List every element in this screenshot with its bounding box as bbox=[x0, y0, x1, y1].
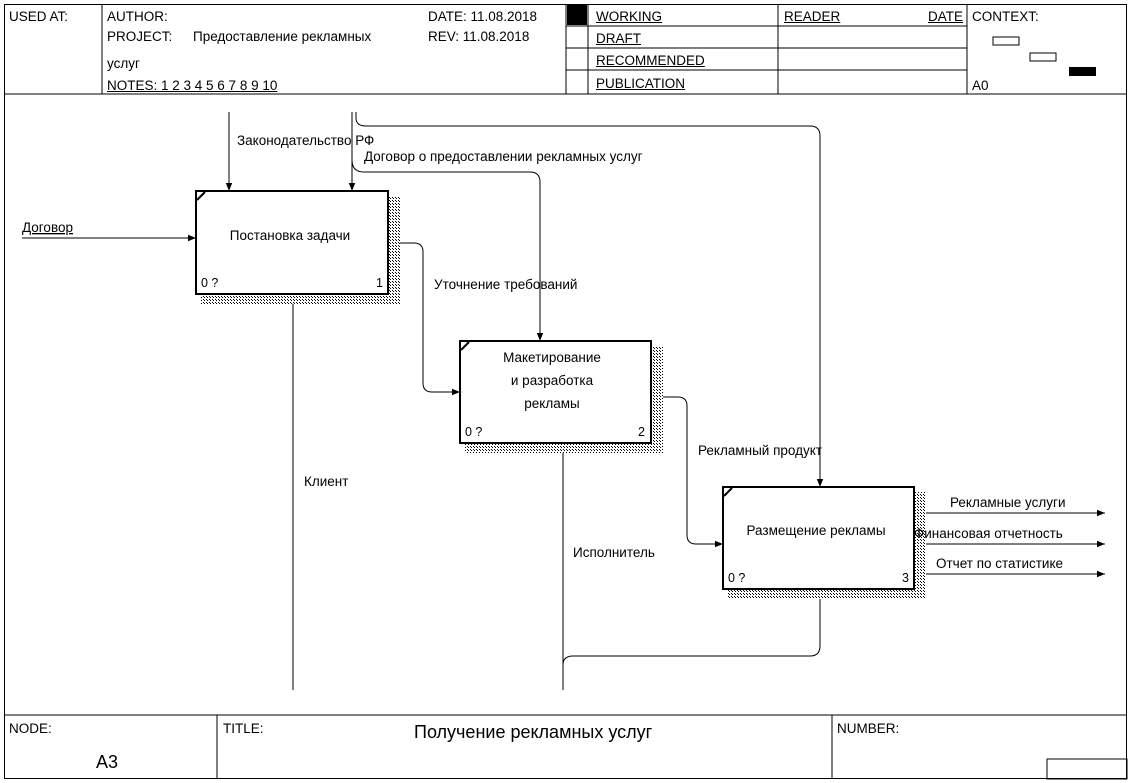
box-2-number: 2 bbox=[638, 425, 645, 439]
box-1[interactable]: Постановка задачи 0 ? 1 bbox=[195, 190, 400, 304]
arrow-utochnenie bbox=[388, 242, 460, 396]
box-2[interactable]: Макетирование и разработка рекламы 0 ? 2 bbox=[459, 340, 663, 453]
arrow-dogovor-box3 bbox=[355, 112, 824, 487]
context-miniature bbox=[992, 36, 1096, 76]
label-statistika: Отчет по статистике bbox=[936, 556, 1063, 571]
box-2-title-line-3: рекламы bbox=[524, 396, 579, 411]
box-3-frame bbox=[722, 486, 915, 590]
box-3-corner bbox=[723, 487, 733, 497]
box-2-frame bbox=[459, 340, 652, 444]
diagram-title: Получение рекламных услуг bbox=[414, 722, 653, 742]
label-utochnenie: Уточнение требований bbox=[434, 277, 577, 292]
number-label: NUMBER: bbox=[837, 721, 900, 736]
box-2-title-line-2: и разработка bbox=[511, 373, 594, 388]
node-value: A3 bbox=[96, 752, 119, 772]
box-1-corner bbox=[196, 191, 206, 201]
label-dogovor-uslug: Договор о предоставлении рекламных услуг bbox=[364, 149, 643, 164]
status-publication: PUBLICATION bbox=[596, 76, 686, 91]
working-status-marker bbox=[567, 5, 587, 25]
arrow-labels: Договор Законодательство РФ Договор о пр… bbox=[22, 133, 1066, 571]
reader-date-label: DATE bbox=[928, 9, 964, 24]
footer-grid bbox=[4, 714, 1128, 780]
arrow-ispolnitel-box3 bbox=[562, 589, 824, 666]
rev-value: REV: 11.08.2018 bbox=[428, 29, 530, 44]
box-2-cost: 0 ? bbox=[465, 425, 482, 439]
title-label: TITLE: bbox=[223, 721, 264, 736]
arrow-produkt bbox=[651, 396, 723, 548]
project-value-continued: услуг bbox=[107, 56, 140, 71]
label-zakonodatelstvo: Законодательство РФ bbox=[237, 133, 374, 148]
project-value: Предоставление рекламных bbox=[193, 29, 372, 44]
box-2-title-line-1: Макетирование bbox=[503, 350, 601, 365]
context-node: A0 bbox=[972, 78, 989, 93]
box-3[interactable]: Размещение рекламы 0 ? 3 bbox=[722, 486, 926, 599]
notes-label: NOTES: 1 2 3 4 5 6 7 8 9 10 bbox=[107, 78, 278, 93]
box-3-title: Размещение рекламы bbox=[746, 523, 885, 538]
label-klient: Клиент bbox=[304, 474, 348, 489]
context-label: CONTEXT: bbox=[972, 9, 1039, 24]
box-3-number: 3 bbox=[902, 571, 909, 585]
box-1-title: Постановка задачи bbox=[230, 228, 350, 243]
label-uslugi: Рекламные услуги bbox=[950, 495, 1066, 510]
used-at-label: USED AT: bbox=[9, 9, 69, 24]
node-label: NODE: bbox=[9, 721, 52, 736]
box-3-cost: 0 ? bbox=[728, 571, 745, 585]
label-ispolnitel: Исполнитель bbox=[573, 545, 655, 560]
arrow-lines bbox=[22, 112, 1105, 690]
status-working: WORKING bbox=[596, 9, 662, 24]
box-1-cost: 0 ? bbox=[201, 276, 218, 290]
box-1-number: 1 bbox=[376, 276, 383, 290]
project-label: PROJECT: bbox=[107, 29, 173, 44]
author-label: AUTHOR: bbox=[107, 9, 168, 24]
label-otchetnost: Финансовая отчетность bbox=[914, 526, 1063, 541]
box-2-corner bbox=[460, 341, 470, 351]
box-1-frame bbox=[195, 190, 389, 295]
status-draft: DRAFT bbox=[596, 31, 641, 46]
arrow-dogovor-box2 bbox=[351, 159, 544, 341]
reader-label: READER bbox=[784, 9, 841, 24]
status-recommended: RECOMMENDED bbox=[596, 53, 705, 68]
label-dogovor: Договор bbox=[22, 220, 73, 235]
header-grid bbox=[4, 4, 1127, 95]
date-value: DATE: 11.08.2018 bbox=[428, 9, 538, 24]
label-produkt: Рекламный продукт bbox=[698, 443, 822, 458]
